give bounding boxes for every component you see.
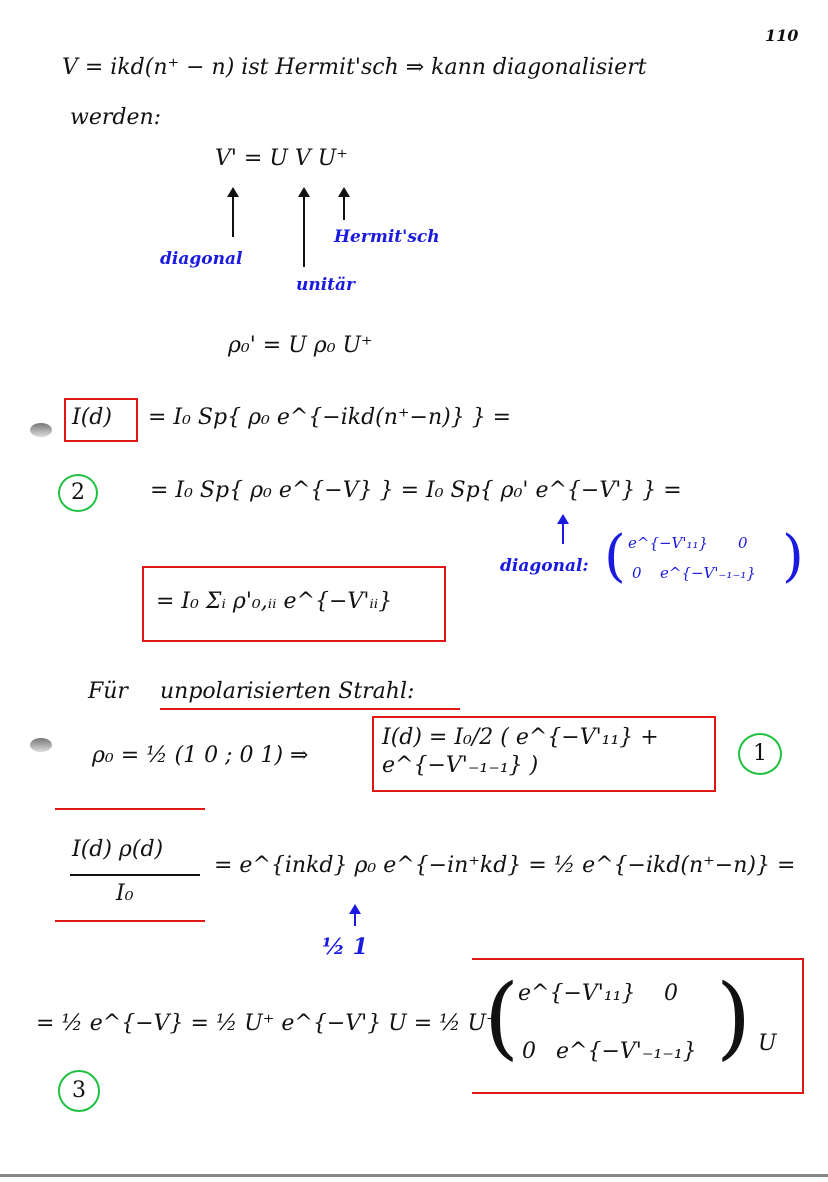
- unpolarized-heading: unpolarisierten Strahl:: [160, 679, 415, 704]
- intensity-unpolarized-equation: I(d) = I₀/2 ( e^{−V'₁₁} + e^{−V'₋₁₋₁} ): [382, 725, 659, 778]
- arrow-up-icon: [338, 187, 350, 220]
- arrow-up-icon: [349, 904, 361, 926]
- matrix-11: e^{−V'₁₁}: [518, 981, 636, 1006]
- fraction-numerator: I(d) ρ(d): [72, 837, 164, 862]
- diag-matrix-11: e^{−V'₁₁}: [628, 534, 709, 552]
- rho0-note: ½ 1: [322, 934, 368, 960]
- unitary-transform-equation: V' = U V U⁺: [215, 146, 348, 171]
- diag-matrix-22: e^{−V'₋₁₋₁}: [660, 564, 756, 582]
- highlight-box: [64, 398, 138, 442]
- equation-label-2: 2: [58, 474, 98, 512]
- highlight-box: [55, 808, 205, 922]
- arrow-up-icon: [227, 187, 239, 237]
- diag-matrix-12: 0: [738, 534, 748, 552]
- final-equation: = ½ e^{−V} = ½ U⁺ e^{−V'} U = ½ U⁺: [36, 1011, 498, 1036]
- equation-label-1: 1: [738, 733, 782, 775]
- paren-left-icon: (: [604, 524, 626, 589]
- arrow-up-icon: [298, 187, 310, 267]
- highlight-box: [472, 958, 804, 1094]
- werden-text: werden:: [70, 105, 162, 130]
- intensity-lhs: I(d): [72, 405, 112, 430]
- fraction-denominator: I₀: [116, 881, 134, 906]
- paren-right-icon: ): [782, 524, 804, 589]
- trace-equation: = I₀ Sp{ ρ₀ e^{−V} } = I₀ Sp{ ρ₀' e^{−V'…: [150, 478, 682, 503]
- annotation-diagonal: diagonal: [160, 249, 243, 269]
- paren-left-icon: (: [484, 965, 520, 1070]
- arrow-up-icon: [557, 514, 569, 544]
- matrix-12: 0: [664, 981, 678, 1006]
- diag-matrix-21: 0: [632, 564, 642, 582]
- equation-label-3: 3: [58, 1070, 100, 1112]
- matrix-21: 0: [522, 1039, 536, 1064]
- highlight-box: [372, 716, 716, 792]
- highlight-box: [142, 566, 446, 642]
- diagonal-note-label: diagonal:: [500, 556, 589, 576]
- unpolarized-density-equation: ρ₀ = ½ (1 0 ; 0 1) ⇒: [92, 743, 309, 768]
- fuer-text: Für: [88, 679, 128, 704]
- fraction-bar: [70, 874, 200, 876]
- hermitian-statement: V = ikd(n⁺ − n) ist Hermit'sch ⇒ kann di…: [62, 55, 647, 80]
- punch-hole: [30, 423, 52, 437]
- annotation-hermitsch: Hermit'sch: [334, 227, 440, 247]
- density-evolution-equation: = e^{inkd} ρ₀ e^{−in⁺kd} = ½ e^{−ikd(n⁺−…: [214, 853, 796, 878]
- page-bottom-edge: [0, 1174, 828, 1177]
- paren-right-icon: ): [716, 965, 752, 1070]
- matrix-22: e^{−V'₋₁₋₁}: [556, 1039, 697, 1064]
- intensity-equation: = I₀ Sp{ ρ₀ e^{−ikd(n⁺−n)} } =: [148, 405, 512, 430]
- punch-hole: [30, 738, 52, 752]
- sum-equation: = I₀ Σᵢ ρ'₀,ᵢᵢ e^{−V'ᵢᵢ}: [156, 589, 393, 614]
- page-number: 110: [765, 26, 799, 45]
- annotation-unitaer: unitär: [296, 275, 356, 295]
- unitary-tail: U: [758, 1031, 777, 1056]
- underline: [160, 708, 460, 710]
- density-transform-equation: ρ₀' = U ρ₀ U⁺: [228, 333, 373, 358]
